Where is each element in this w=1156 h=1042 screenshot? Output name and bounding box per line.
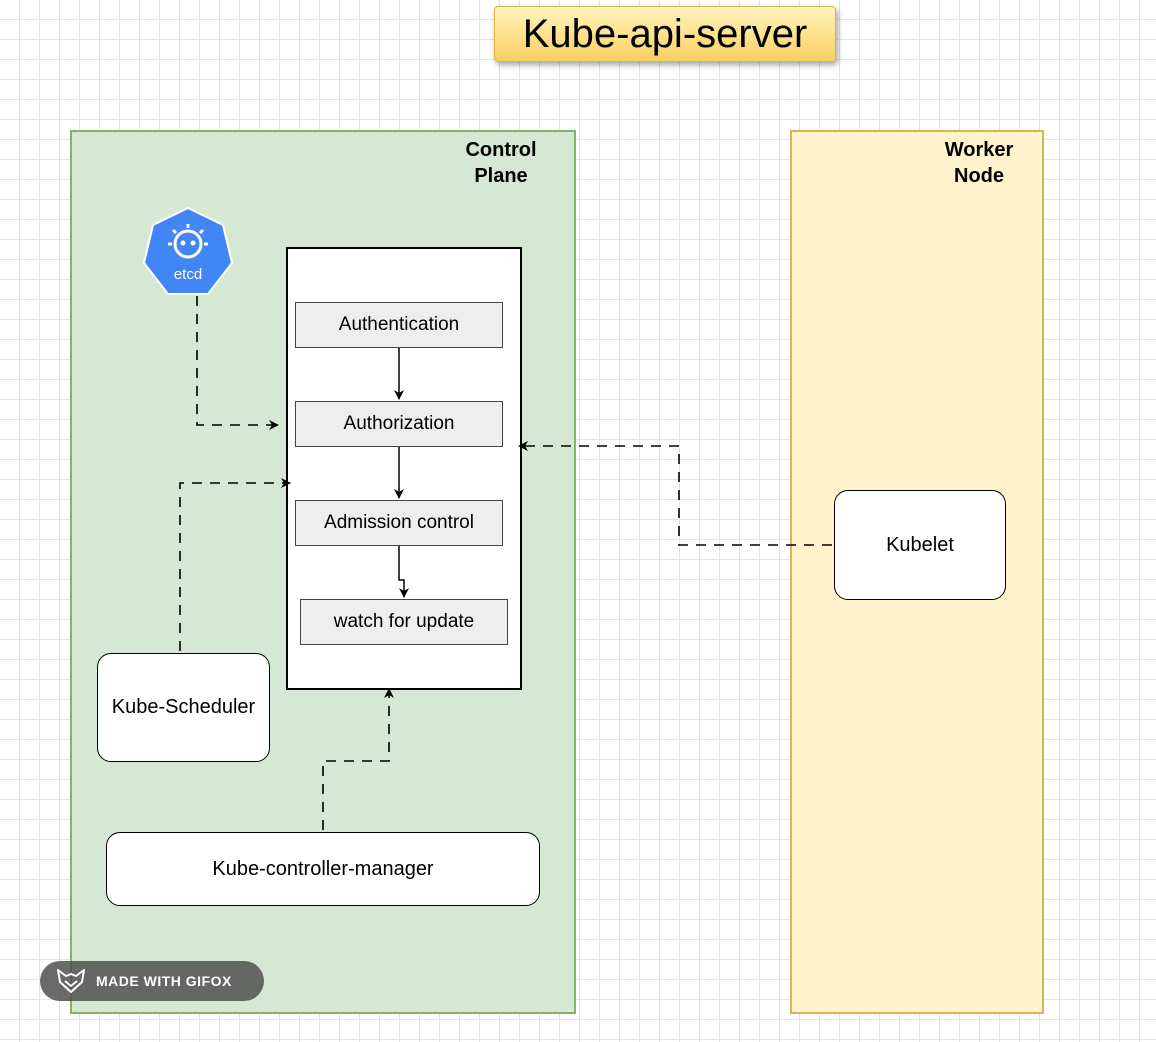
edge-admission-watch xyxy=(398,546,409,598)
watermark-text: MADE WITH GIFOX xyxy=(96,973,232,989)
kube-scheduler-box: Kube-Scheduler xyxy=(97,653,270,762)
edge-kubelet-api xyxy=(518,441,832,546)
control-plane-label-line1: Control xyxy=(465,139,537,161)
edge-etcd-api xyxy=(196,296,279,430)
step-admission-control: Admission control xyxy=(295,500,503,546)
edge-scheduler-api xyxy=(179,478,291,651)
kubelet-box: Kubelet xyxy=(834,490,1006,600)
worker-node-label-line1: Worker xyxy=(944,139,1014,161)
kube-controller-manager-box: Kube-controller-manager xyxy=(106,832,540,906)
fox-logo-icon xyxy=(56,968,86,994)
gifox-watermark: MADE WITH GIFOX xyxy=(40,961,264,1001)
step-watch-for-update: watch for update xyxy=(300,599,508,645)
control-plane-label-line2: Plane xyxy=(474,165,528,187)
worker-node-label-line2: Node xyxy=(954,165,1004,187)
diagram-title: Kube-api-server xyxy=(494,6,836,62)
edge-controller-manager-api xyxy=(322,688,394,830)
control-plane-label: Control Plane xyxy=(446,137,556,189)
etcd-icon: etcd xyxy=(142,206,234,296)
step-authentication: Authentication xyxy=(295,302,503,348)
worker-node-label: Worker Node xyxy=(924,137,1034,189)
etcd-label: etcd xyxy=(174,266,202,283)
step-authorization: Authorization xyxy=(295,401,503,447)
